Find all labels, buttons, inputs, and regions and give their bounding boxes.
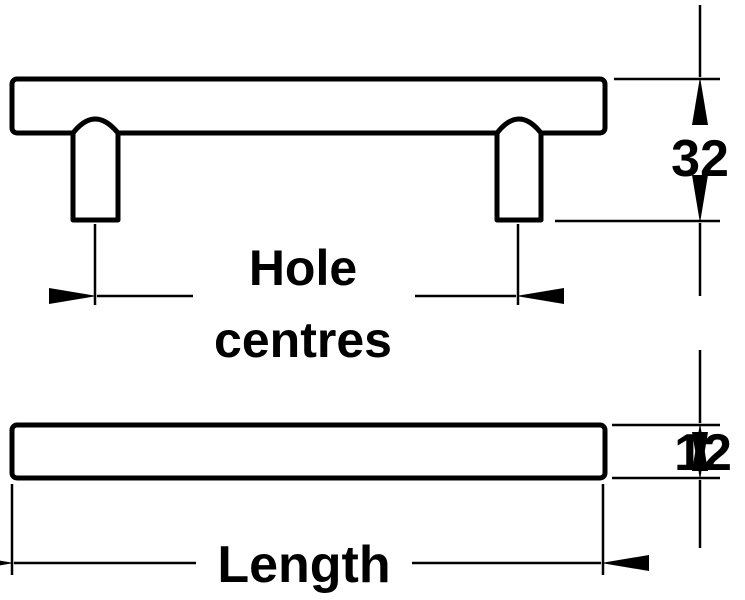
centres-label: centres: [214, 312, 392, 368]
length-label: Length: [217, 536, 390, 594]
thickness-dimension: [612, 350, 720, 548]
handle-side-view: [9, 76, 608, 223]
handle-bar-side: [9, 76, 608, 136]
left-leg: [70, 116, 121, 223]
length-dimension: [0, 484, 649, 575]
handle-bar-top: [9, 422, 608, 481]
hole-centres-dimension: [49, 224, 564, 305]
height-label: 32: [671, 130, 729, 188]
thickness-label: 12: [674, 424, 732, 482]
height-dimension: [555, 5, 720, 296]
hole-label: Hole: [249, 240, 357, 296]
right-leg: [494, 116, 544, 223]
